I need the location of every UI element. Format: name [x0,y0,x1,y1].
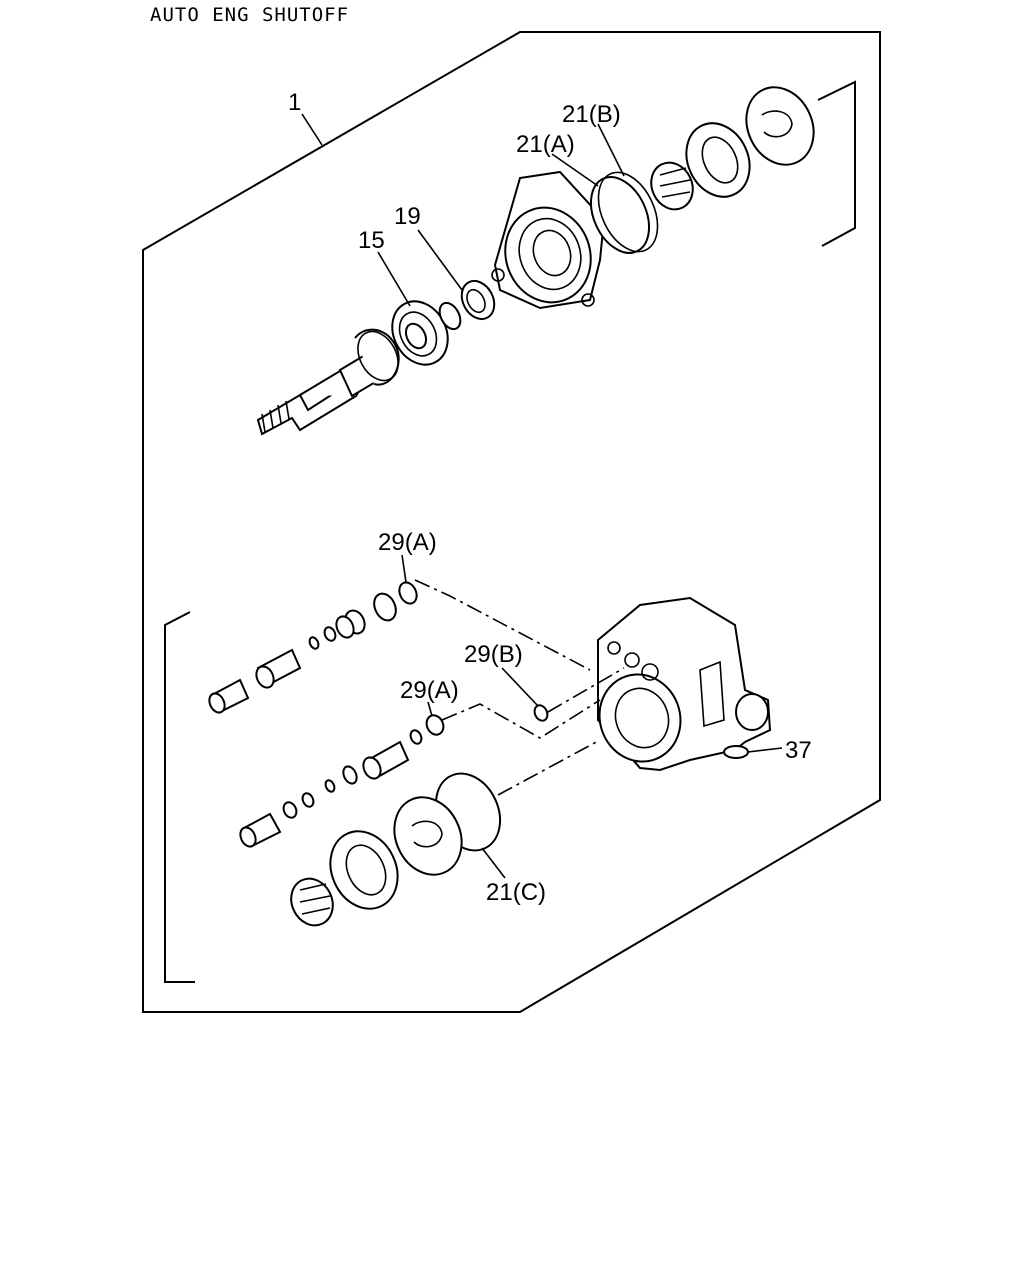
rear-housing [597,596,772,772]
o-ring-29b [533,704,549,722]
label-part-21a: 21(A) [516,131,575,158]
leader-29a-mid [427,701,433,717]
leader-29a-top [401,554,407,583]
assembly-boundary [142,31,881,1013]
leader-21c [481,847,506,879]
label-part-19: 19 [394,203,421,230]
o-ring-29a-mid [425,714,445,736]
label-part-29a-mid: 29(A) [400,677,459,704]
leader-37 [747,747,783,753]
o-ring-37 [723,745,749,759]
align-line-29b [547,667,625,713]
upper-group-bracket [817,80,856,247]
label-part-21b: 21(B) [562,101,621,128]
leader-29b [501,667,539,707]
valve-assembly-upper [208,592,397,714]
label-part-29b: 29(B) [464,641,523,668]
rotor-lower [290,877,334,927]
cam-ring-lower [329,830,399,910]
leader-21a [551,153,599,187]
label-part-1: 1 [288,89,301,116]
label-part-21c: 21(C) [486,879,546,906]
pressure-plate-upper [745,86,815,166]
label-part-29a-top: 29(A) [378,529,437,556]
label-part-15: 15 [358,227,385,254]
bearing-15 [391,300,449,366]
o-ring-21b [597,171,659,253]
leader-1 [301,113,323,146]
align-line-29a-top [414,579,591,671]
valve-assembly-lower [239,729,423,848]
diagram-title: AUTO ENG SHUTOFF [150,4,349,26]
align-line-29a-mid [441,699,601,739]
pressure-plate-lower [393,796,463,876]
cam-ring-upper [685,122,751,198]
align-line-21c [497,739,601,796]
leader-21b [597,123,625,177]
front-housing [491,170,606,310]
label-part-37: 37 [785,737,812,764]
leader-15 [377,251,411,307]
rotor-upper [650,161,694,211]
lower-group-bracket [164,611,195,983]
o-ring-29a-top [398,581,418,605]
ring-19 [438,279,496,331]
snap-ring [354,328,400,386]
leader-19 [417,229,463,291]
